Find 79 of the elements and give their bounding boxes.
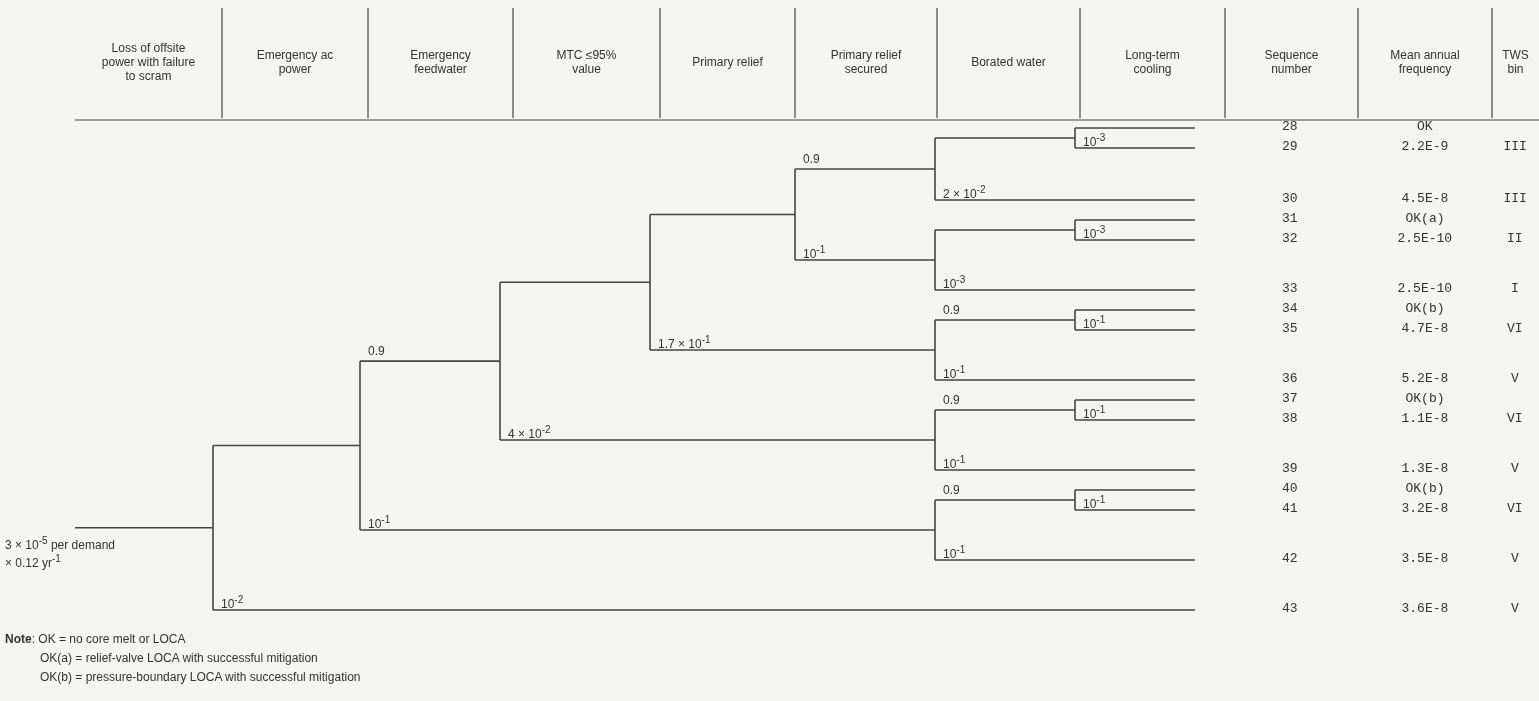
bin-value: VI — [1507, 412, 1523, 426]
sequence-number: 31 — [1282, 212, 1298, 226]
branch-probability: 0.9 — [368, 344, 385, 359]
column-header: Borated water — [970, 55, 1047, 69]
branch-probability: 0.9 — [943, 393, 960, 407]
bin-value: VI — [1507, 322, 1523, 336]
bin-value: III — [1503, 192, 1527, 206]
branch-probability: 10$^{-1}$ — [943, 543, 966, 561]
frequency-value: 1.1E-8 — [1401, 412, 1449, 426]
sequence-number: 39 — [1282, 462, 1298, 476]
column-header: Sequence number — [1263, 48, 1320, 76]
column-header: Mean annual frequency — [1389, 48, 1461, 76]
frequency-value: OK(b) — [1405, 392, 1445, 406]
column-header: Loss of offsite power with failure to scram — [101, 41, 196, 83]
frequency-value: 3.5E-8 — [1401, 552, 1449, 566]
frequency-value: 5.2E-8 — [1401, 372, 1449, 386]
sequence-number: 43 — [1282, 602, 1298, 616]
column-header: Emergency feedwater — [409, 48, 472, 76]
branch-probability: 0.9 — [943, 483, 960, 497]
branch-probability: 10$^{-1}$ — [943, 363, 966, 381]
bin-value: III — [1503, 140, 1527, 154]
frequency-value: 2.2E-9 — [1401, 140, 1449, 154]
sequence-number: 30 — [1282, 192, 1298, 206]
frequency-value: 3.6E-8 — [1401, 602, 1449, 616]
branch-probability: 10$^{-1}$ — [943, 453, 966, 471]
bin-value: VI — [1507, 502, 1523, 516]
branch-probability: 10$^{-3}$ — [943, 273, 966, 291]
bin-value: V — [1511, 552, 1519, 566]
column-header: Primary relief secured — [829, 48, 903, 76]
branch-probability: 10$^{-1}$ — [803, 243, 826, 261]
frequency-value: 2.5E-10 — [1397, 282, 1453, 296]
branch-probability: 10$^{-1}$ — [368, 513, 391, 531]
branch-probability: 10$^{-3}$ — [1083, 223, 1106, 241]
branch-probability: 1.7 × 10$^{-1}$ — [658, 333, 711, 351]
sequence-number: 34 — [1282, 302, 1298, 316]
branch-probability: 0.9 — [943, 303, 960, 317]
column-header: Primary relief — [691, 55, 764, 69]
branch-probability: 10$^{-1}$ — [1083, 313, 1106, 331]
sequence-number: 28 — [1282, 120, 1298, 134]
column-header: Emergency ac power — [255, 48, 335, 76]
initiating-frequency: × 0.12 yr$^{-1}$ — [5, 552, 61, 570]
column-header: MTC ≤95% value — [555, 48, 618, 76]
note-text: Note: OK = no core melt or LOCA — [5, 632, 186, 646]
sequence-number: 32 — [1282, 232, 1298, 246]
sequence-number: 37 — [1282, 392, 1298, 406]
bin-value: V — [1511, 602, 1519, 616]
sequence-number: 29 — [1282, 140, 1298, 154]
frequency-value: 2.5E-10 — [1397, 232, 1453, 246]
frequency-value: OK(b) — [1405, 302, 1445, 316]
frequency-value: 4.7E-8 — [1401, 322, 1449, 336]
sequence-number: 35 — [1282, 322, 1298, 336]
sequence-number: 42 — [1282, 552, 1298, 566]
frequency-value: 1.3E-8 — [1401, 462, 1449, 476]
frequency-value: OK(a) — [1405, 212, 1445, 226]
branch-probability: 10$^{-2}$ — [221, 593, 244, 611]
note-text: OK(a) = relief-valve LOCA with successful mitigation — [40, 651, 318, 665]
branch-probability: 10$^{-1}$ — [1083, 403, 1106, 421]
branch-probability: 10$^{-3}$ — [1083, 131, 1106, 149]
frequency-value: OK — [1417, 120, 1433, 134]
sequence-number: 36 — [1282, 372, 1298, 386]
sequence-number: 33 — [1282, 282, 1298, 296]
column-header: TWS bin — [1501, 48, 1530, 76]
bin-value: I — [1511, 282, 1519, 296]
column-header: Long-term cooling — [1124, 48, 1181, 76]
sequence-number: 40 — [1282, 482, 1298, 496]
sequence-number: 38 — [1282, 412, 1298, 426]
bin-value: II — [1507, 232, 1523, 246]
branch-probability: 10$^{-1}$ — [1083, 493, 1106, 511]
bin-value: V — [1511, 372, 1519, 386]
sequence-number: 41 — [1282, 502, 1298, 516]
frequency-value: OK(b) — [1405, 482, 1445, 496]
initiating-frequency: 3 × 10$^{-5}$ per demand — [5, 533, 115, 552]
note-text: OK(b) = pressure-boundary LOCA with successful mitigation — [40, 670, 361, 684]
frequency-value: 3.2E-8 — [1401, 502, 1449, 516]
bin-value: V — [1511, 462, 1519, 476]
frequency-value: 4.5E-8 — [1401, 192, 1449, 206]
branch-probability: 2 × 10$^{-2}$ — [943, 183, 986, 201]
branch-probability: 4 × 10$^{-2}$ — [508, 423, 551, 441]
branch-probability: 0.9 — [803, 152, 820, 166]
